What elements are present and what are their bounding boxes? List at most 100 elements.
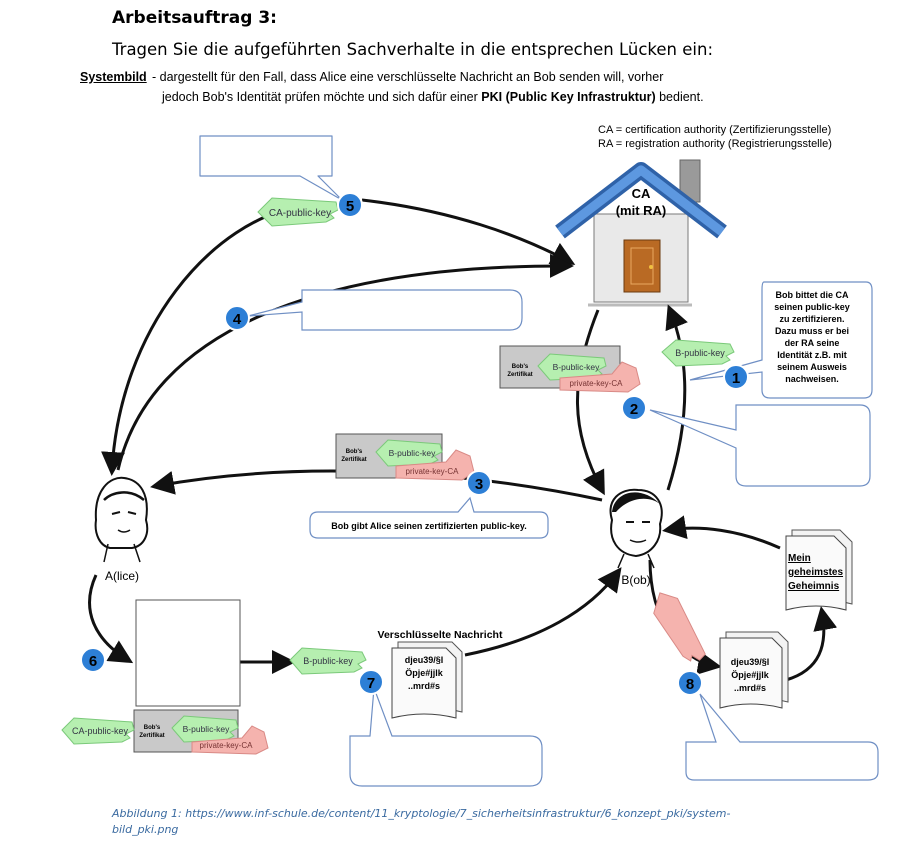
private-key-ca-cert3: private-key-CA	[191, 725, 269, 755]
blank-box-step2	[649, 404, 871, 487]
systembild-label: Systembild	[80, 70, 147, 84]
b-public-key-step1: B-public-key	[661, 339, 735, 367]
bob-label: B(ob)	[621, 573, 650, 587]
callout1-line1: Bob bittet die CA	[776, 290, 849, 300]
step-badge-5: 5	[337, 192, 363, 218]
svg-text:3: 3	[475, 476, 483, 493]
step-badge-6: 6	[80, 647, 106, 673]
private-key-ca-cert2: private-key-CA	[395, 449, 475, 481]
b-public-key-cert3-label: B-public-key	[183, 724, 231, 734]
private-key-ca-cert2-label: private-key-CA	[406, 467, 460, 476]
b-public-key-step7: B-public-key	[289, 647, 367, 675]
cert3-title1: Bob's	[144, 725, 161, 731]
step-badge-7: 7	[358, 669, 384, 695]
ca-public-key-bottom-label: CA-public-key	[72, 726, 129, 736]
step-badge-4: 4	[224, 305, 250, 331]
cert1-title2: Zertifikat	[507, 372, 532, 378]
svg-text:1: 1	[732, 370, 740, 387]
arrow-plain-to-bob	[662, 515, 781, 550]
b-private-key-step8	[653, 592, 706, 662]
private-key-ca-cert3-label: private-key-CA	[200, 741, 254, 750]
b-public-key-step7-label: B-public-key	[303, 656, 353, 666]
caption-line2: bild_pki.png	[112, 823, 179, 836]
callout-step3: Bob gibt Alice seinen zertifizierten pub…	[309, 496, 549, 539]
systembild-line2-pre: jedoch Bob's Identität prüfen möchte und…	[162, 90, 482, 104]
blank-box-step4	[247, 289, 523, 331]
cert1-title1: Bob's	[512, 364, 529, 370]
encrypted-message-doc-step8: djeu39/§l Öpje#jjlk ..mrd#s	[719, 631, 789, 709]
svg-text:8: 8	[686, 676, 694, 693]
plain-line1: Mein	[788, 553, 811, 564]
blank-box-step7	[349, 687, 543, 787]
alice-figure	[94, 476, 149, 563]
caption-line1: Abbildung 1: https://www.inf-schule.de/c…	[112, 807, 731, 820]
page-title: Arbeitsauftrag 3:	[112, 8, 277, 28]
systembild-line2-bold: PKI (Public Key Infrastruktur)	[481, 90, 656, 104]
svg-text:2: 2	[630, 401, 638, 418]
legend: CA = certification authority (Zertifizie…	[598, 123, 832, 151]
private-key-ca-cert1: private-key-CA	[559, 361, 641, 393]
alice-empty-box	[135, 599, 241, 707]
arrow-step5-to-alice	[101, 203, 306, 476]
step-badge-8: 8	[677, 670, 703, 696]
callout3-text: Bob gibt Alice seinen zertifizierten pub…	[331, 521, 527, 531]
private-key-ca-cert1-label: private-key-CA	[570, 379, 624, 388]
svg-text:7: 7	[367, 675, 375, 692]
plain-line2: geheimstes	[788, 567, 843, 578]
b-public-key-step1-label: B-public-key	[675, 348, 725, 358]
enc1-line1: djeu39/§l	[405, 655, 444, 665]
step-badge-2: 2	[621, 395, 647, 421]
encrypted-message-title: Verschlüsselte Nachricht	[378, 629, 503, 641]
arrow-ca-to-bob	[576, 309, 605, 496]
callout-step1: Bob bittet die CA seinen public-key zu z…	[689, 281, 873, 399]
callout1-line6: Identität z.B. mit	[777, 350, 847, 360]
arrow-decrypt-to-plain	[785, 606, 838, 682]
ca-public-key-top-label: CA-public-key	[269, 208, 331, 219]
ca-house: CA (mit RA)	[555, 159, 727, 307]
svg-text:4: 4	[233, 311, 242, 328]
figure-caption: Abbildung 1: https://www.inf-schule.de/c…	[112, 806, 730, 838]
b-public-key-cert1-label: B-public-key	[553, 362, 601, 372]
ca-public-key-bottom: CA-public-key	[61, 717, 135, 745]
arrow-bob-to-ca	[665, 304, 688, 491]
legend-ra: RA = registration authority (Registrieru…	[598, 138, 832, 150]
enc1-line3: ..mrd#s	[408, 681, 440, 691]
callout1-line4: Dazu muss er bei	[775, 326, 849, 336]
ca-public-key-top: CA-public-key	[257, 197, 339, 227]
encrypted-message-doc-step7: djeu39/§l Öpje#jjlk ..mrd#s	[391, 641, 463, 719]
arrow-encrypted-to-bob	[464, 567, 622, 657]
callout1-line3: zu zertifizieren.	[779, 314, 844, 324]
callout1-line7: seinem Ausweis	[777, 362, 847, 372]
b-public-key-cert2: B-public-key	[375, 439, 443, 467]
systembild-line2-post: bedient.	[655, 90, 704, 104]
legend-ca: CA = certification authority (Zertifizie…	[598, 124, 832, 136]
enc2-line3: ..mrd#s	[734, 683, 766, 693]
callout1-line2: seinen public-key	[774, 302, 850, 312]
step-badge-1: 1	[723, 364, 749, 390]
task-instruction: Tragen Sie die aufgeführten Sachverhalte…	[112, 40, 714, 59]
b-public-key-cert3: B-public-key	[171, 715, 239, 743]
bob-figure	[609, 488, 663, 569]
cert2-title2: Zertifikat	[341, 457, 366, 463]
cert3-title2: Zertifikat	[139, 733, 164, 739]
enc2-line2: Öpje#jjlk	[731, 670, 770, 680]
house-door	[623, 239, 661, 293]
step-badge-3: 3	[466, 470, 492, 496]
systembild-description-line2: jedoch Bob's Identität prüfen möchte und…	[162, 90, 704, 104]
plain-message-doc: Mein geheimstes Geheimnis	[785, 529, 853, 611]
svg-text:5: 5	[346, 198, 354, 215]
b-public-key-cert2-label: B-public-key	[389, 448, 437, 458]
arrow-alice-to-box	[88, 574, 134, 664]
enc2-line1: djeu39/§l	[731, 657, 770, 667]
house-label-ra: (mit RA)	[616, 203, 667, 218]
callout1-line8: nachweisen.	[785, 374, 839, 384]
alice-label: A(lice)	[105, 569, 139, 583]
systembild-description-line1: - dargestellt für den Fall, dass Alice e…	[152, 70, 664, 84]
svg-text:6: 6	[89, 653, 97, 670]
arrow-ca-to-step5	[361, 198, 576, 265]
enc1-line2: Öpje#jjlk	[405, 668, 444, 678]
callout1-line5: der RA seine	[785, 338, 840, 348]
plain-line3: Geheimnis	[788, 581, 840, 592]
blank-box-step8	[685, 693, 879, 781]
